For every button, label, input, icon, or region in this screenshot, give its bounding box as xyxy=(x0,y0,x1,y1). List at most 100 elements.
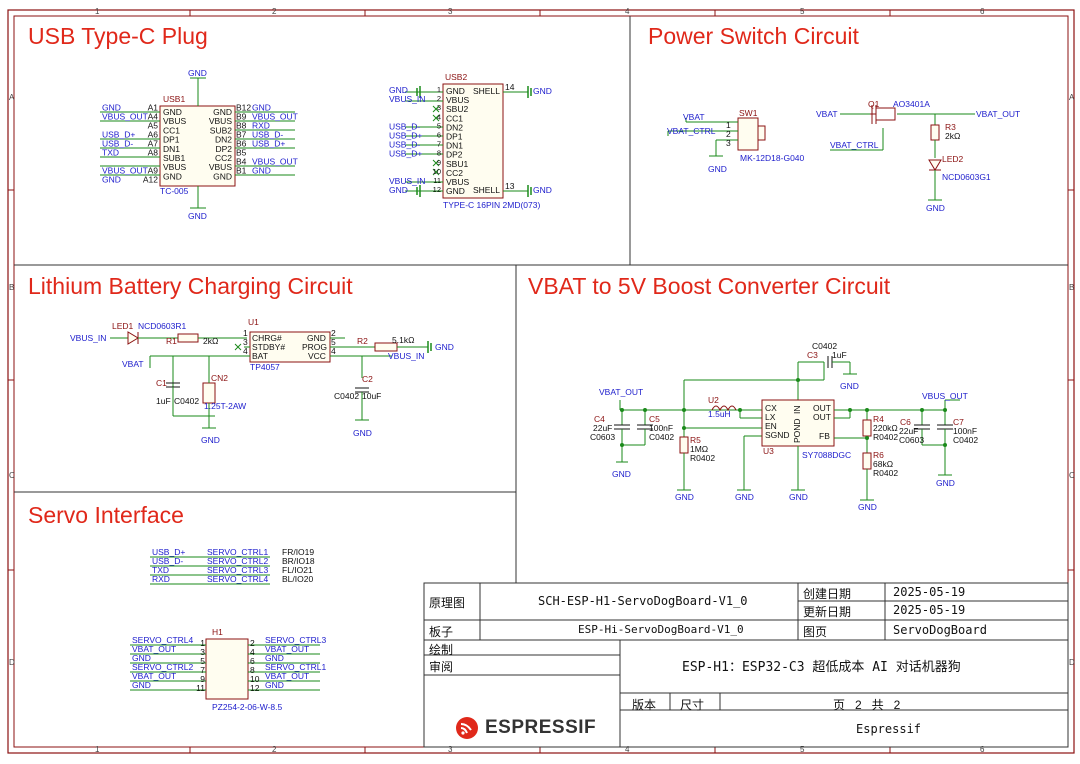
r2-ref: R2 xyxy=(357,336,368,346)
usb1-pin-name-right: CC2 xyxy=(215,153,232,163)
tb-board-label: 板子 xyxy=(429,625,454,639)
led2-gnd: GND xyxy=(926,203,945,213)
usb2-gnd-bottom: GND xyxy=(533,185,552,195)
u1-pn-l3: 4 xyxy=(243,346,248,356)
u1-pin-prog: PROG xyxy=(302,342,327,352)
tb-created-label: 创建日期 xyxy=(803,587,852,601)
tb-schematic-name: SCH-ESP-H1-ServoDogBoard-V1_0 xyxy=(538,594,748,608)
usb1-pin-name-right: GND xyxy=(213,107,232,117)
r4-val: 220kΩ xyxy=(873,423,898,433)
usb1-net-right: GND xyxy=(252,103,271,113)
servo-net: RXD xyxy=(152,574,170,584)
u1-pin-gnd: GND xyxy=(307,333,326,343)
sw-vbat-ctrl: VBAT_CTRL xyxy=(667,126,716,136)
h1-pin-left: 3 xyxy=(200,647,205,657)
r5-ref: R5 xyxy=(690,435,701,445)
servo-io: BL/IO20 xyxy=(282,574,313,584)
tb-board-name: ESP-Hi-ServoDogBoard-V1_0 xyxy=(578,623,744,636)
grid-col-4b: 4 xyxy=(625,745,630,754)
usb1-symbol xyxy=(100,77,295,209)
usb2-ref: USB2 xyxy=(445,72,467,82)
usb1-pin-num-right: B5 xyxy=(236,148,247,158)
servo-ctrl: SERVO_CTRL2 xyxy=(207,556,269,566)
h1-pin-left: 5 xyxy=(200,656,205,666)
boost-junctions xyxy=(620,378,947,447)
tb-created-date: 2025-05-19 xyxy=(893,585,966,599)
u3-pin-out1: OUT xyxy=(813,403,831,413)
usb1-pin-name-right: GND xyxy=(213,171,232,181)
q-part: AO3401A xyxy=(893,99,930,109)
usb2-pin-name: GND xyxy=(446,86,465,96)
r2-val: 5.1kΩ xyxy=(392,335,414,345)
usb1-pin-num-left: A9 xyxy=(148,166,159,176)
cn2-part: 1.25T-2AW xyxy=(204,401,246,411)
u1-pin-bat: BAT xyxy=(252,351,268,361)
usb2-net: USB_D- xyxy=(389,140,420,150)
usb2-pin-name: SBU2 xyxy=(446,104,468,114)
usb1-pin-name-right: VBUS xyxy=(209,116,232,126)
usb2-pin-num: 9 xyxy=(437,158,441,167)
espressif-logo-text: ESPRESSIF xyxy=(485,717,597,738)
h1-pin-right: 6 xyxy=(250,656,255,666)
grid-row-d-r: D xyxy=(1069,658,1075,667)
boost-gnd-c7: GND xyxy=(936,478,955,488)
q-vbat-out: VBAT_OUT xyxy=(976,109,1020,119)
grid-ticks xyxy=(8,10,1074,753)
chg-vbus-in: VBUS_IN xyxy=(70,333,106,343)
usb2-shell-bottom-pin: 13 xyxy=(505,181,515,191)
grid-row-b: B xyxy=(9,283,14,292)
h1-net-right: SERVO_CTRL3 xyxy=(265,635,327,645)
u3-pin-in: IN xyxy=(792,406,802,415)
r4-pkg: R0402 xyxy=(873,432,898,442)
h1-part: PZ254-2-06-W-8.5 xyxy=(212,702,283,712)
servo-symbol xyxy=(130,556,320,700)
c2-val: 10uF xyxy=(362,391,381,401)
usb1-pin-num-right: B12 xyxy=(236,103,251,113)
tb-size-label: 尺寸 xyxy=(680,698,705,712)
boost-gnd-u3: GND xyxy=(789,492,808,502)
r3-val: 2kΩ xyxy=(945,131,960,141)
usb2-pin-num: 11 xyxy=(433,176,441,185)
usb1-pin-num-right: B7 xyxy=(236,130,247,140)
c4-pkg: C0603 xyxy=(590,432,615,442)
espressif-logo-icon xyxy=(456,717,478,739)
sw-pin1: 1 xyxy=(726,120,731,130)
usb1-pin-num-right: B9 xyxy=(236,112,247,122)
u3-pin-fb: FB xyxy=(819,431,830,441)
usb2-net: GND xyxy=(389,185,408,195)
grid-col-2: 2 xyxy=(272,7,277,16)
usb1-pin-name-left: DN1 xyxy=(163,144,180,154)
r6-ref: R6 xyxy=(873,450,884,460)
section-title-usb: USB Type-C Plug xyxy=(28,23,208,49)
u1-ref: U1 xyxy=(248,317,259,327)
h1-net-right: VBAT_OUT xyxy=(265,671,309,681)
c6-ref: C6 xyxy=(900,417,911,427)
usb1-pin-num-left: A4 xyxy=(148,112,159,122)
section-title-power: Power Switch Circuit xyxy=(648,23,859,49)
chg-vbat: VBAT xyxy=(122,359,144,369)
cn2-ref: CN2 xyxy=(211,373,228,383)
u1-pin-chrg: CHRG# xyxy=(252,333,282,343)
usb1-pin-num-left: A8 xyxy=(148,148,159,158)
u1-part: TP4057 xyxy=(250,362,280,372)
c1-pkg: C0402 xyxy=(174,396,199,406)
tb-company: Espressif xyxy=(856,722,922,736)
boost-labels: C0402 C3 1uF GND VBAT_OUT C4 22uF C0603 … xyxy=(590,341,978,512)
usb1-pin-name-left: GND xyxy=(163,171,182,181)
grid-col-3: 3 xyxy=(448,7,453,16)
r1-val: 2kΩ xyxy=(203,336,218,346)
usb1-part: TC-005 xyxy=(160,186,189,196)
u3-pin-cx: CX xyxy=(765,403,777,413)
section-title-boost: VBAT to 5V Boost Converter Circuit xyxy=(528,273,891,299)
usb1-pin-name-right: VBUS xyxy=(209,162,232,172)
grid-row-d: D xyxy=(9,658,15,667)
c7-val: 100nF xyxy=(953,426,977,436)
usb2-pin-name: DP1 xyxy=(446,132,463,142)
chg-gnd-right: GND xyxy=(435,342,454,352)
usb1-pin-num-left: A6 xyxy=(148,130,159,140)
servo-labels: H1 PZ254-2-06-W-8.5 xyxy=(212,627,283,712)
h1-net-left: VBAT_OUT xyxy=(132,671,176,681)
led2-ref: LED2 xyxy=(942,154,964,164)
usb1-pin-num-left: A7 xyxy=(148,139,159,149)
